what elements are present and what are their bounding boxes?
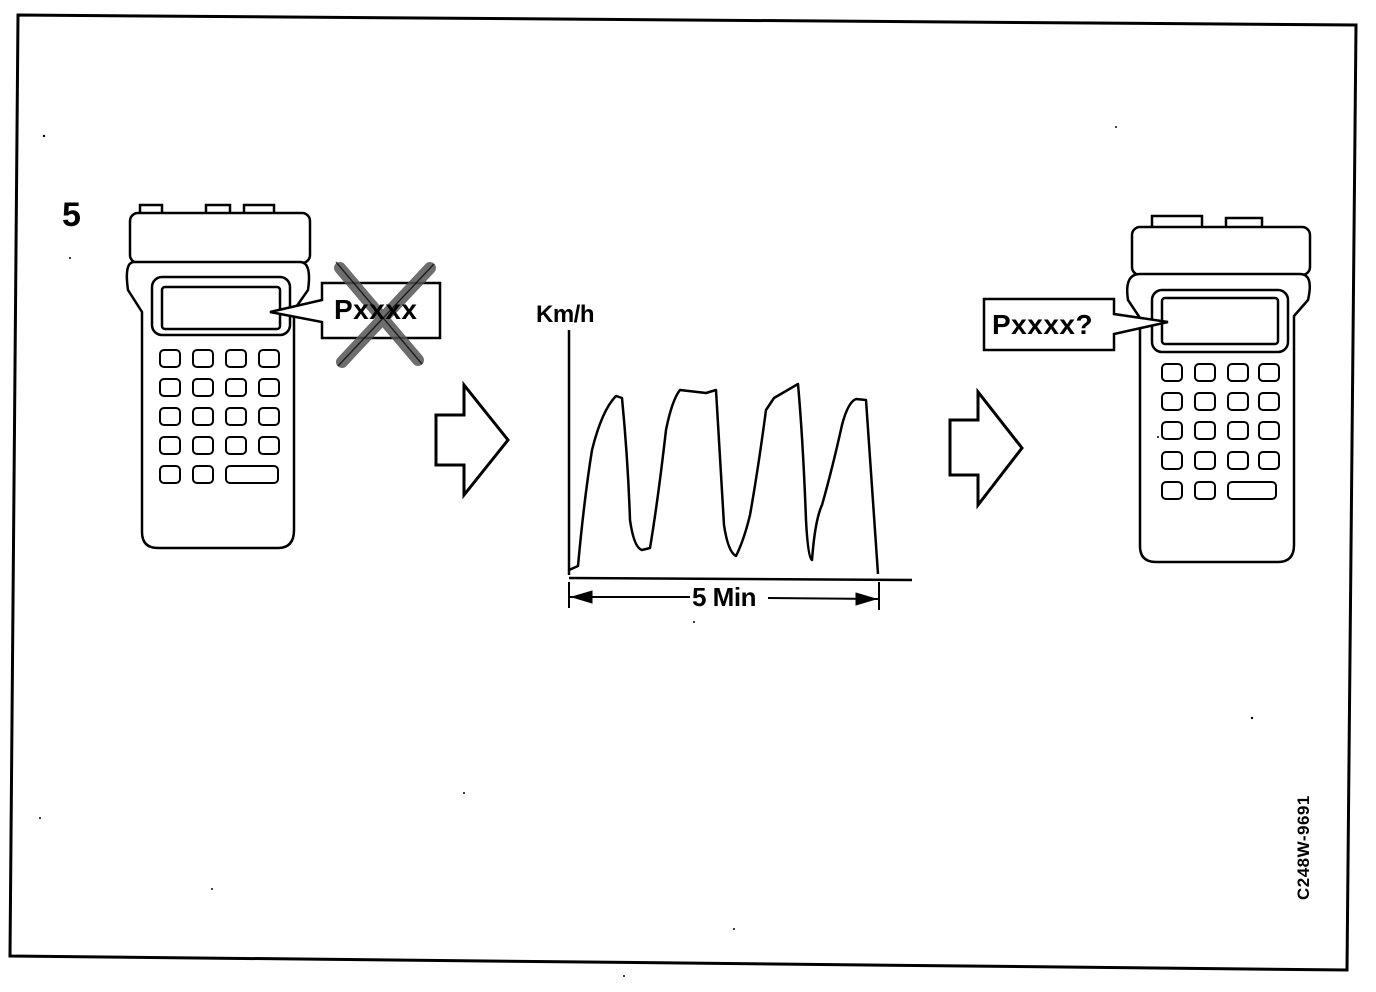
figure-id: C248W-9691 (1294, 795, 1313, 900)
callout-bubble-right (982, 297, 1169, 352)
scan-specks (39, 126, 1254, 977)
speed-graph-icon (567, 330, 913, 610)
graph-x-axis (568, 576, 913, 582)
speed-trace (568, 382, 880, 575)
arrow-right-icon (434, 380, 510, 500)
fault-code-check: Pxxxx? (992, 309, 1094, 340)
graph-duration-label: 5 Min (692, 582, 756, 612)
arrow-right-icon (948, 387, 1024, 510)
diagnostic-tester-left-icon (125, 203, 312, 550)
graph-axis-label: Km/h (536, 301, 595, 328)
fault-code-cleared: Pxxxx (334, 294, 418, 325)
page-frame (8, 13, 1358, 972)
diagnostic-tester-right-icon (1126, 214, 1312, 564)
step-number: 5 (62, 196, 81, 234)
